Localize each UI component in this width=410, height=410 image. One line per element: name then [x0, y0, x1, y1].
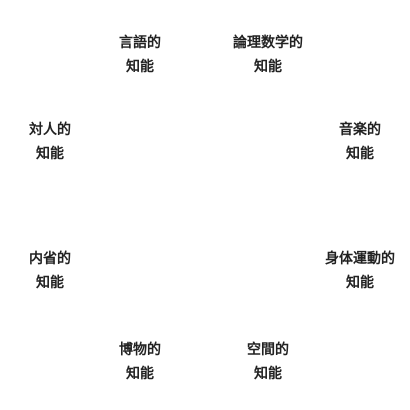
- node-naturalist-sublabel: 知能: [126, 366, 154, 382]
- node-interpersonal-sublabel: 知能: [36, 146, 64, 162]
- node-musical-sublabel: 知能: [346, 146, 374, 162]
- node-bodily-kinesthetic-intelligence: 身体運動的 知能: [325, 247, 395, 295]
- node-interpersonal-label: 対人的: [29, 122, 71, 138]
- node-linguistic-label: 言語的: [119, 35, 161, 51]
- node-intrapersonal-label: 内省的: [29, 251, 71, 267]
- node-spatial-sublabel: 知能: [254, 366, 282, 382]
- node-linguistic-intelligence: 言語的 知能: [119, 31, 161, 79]
- node-naturalist-intelligence: 博物的 知能: [119, 338, 161, 386]
- node-musical-label: 音楽的: [339, 122, 381, 138]
- node-logical-sublabel: 知能: [254, 59, 282, 75]
- node-logical-mathematical-intelligence: 論理数学的 知能: [233, 31, 303, 79]
- node-linguistic-sublabel: 知能: [126, 59, 154, 75]
- node-bodily-sublabel: 知能: [346, 275, 374, 291]
- node-naturalist-label: 博物的: [119, 342, 161, 358]
- node-bodily-label: 身体運動的: [325, 251, 395, 267]
- node-interpersonal-intelligence: 対人的 知能: [29, 118, 71, 166]
- node-logical-label: 論理数学的: [233, 35, 303, 51]
- node-musical-intelligence: 音楽的 知能: [339, 118, 381, 166]
- node-intrapersonal-sublabel: 知能: [36, 275, 64, 291]
- node-spatial-label: 空間的: [247, 342, 289, 358]
- node-spatial-intelligence: 空間的 知能: [247, 338, 289, 386]
- node-intrapersonal-intelligence: 内省的 知能: [29, 247, 71, 295]
